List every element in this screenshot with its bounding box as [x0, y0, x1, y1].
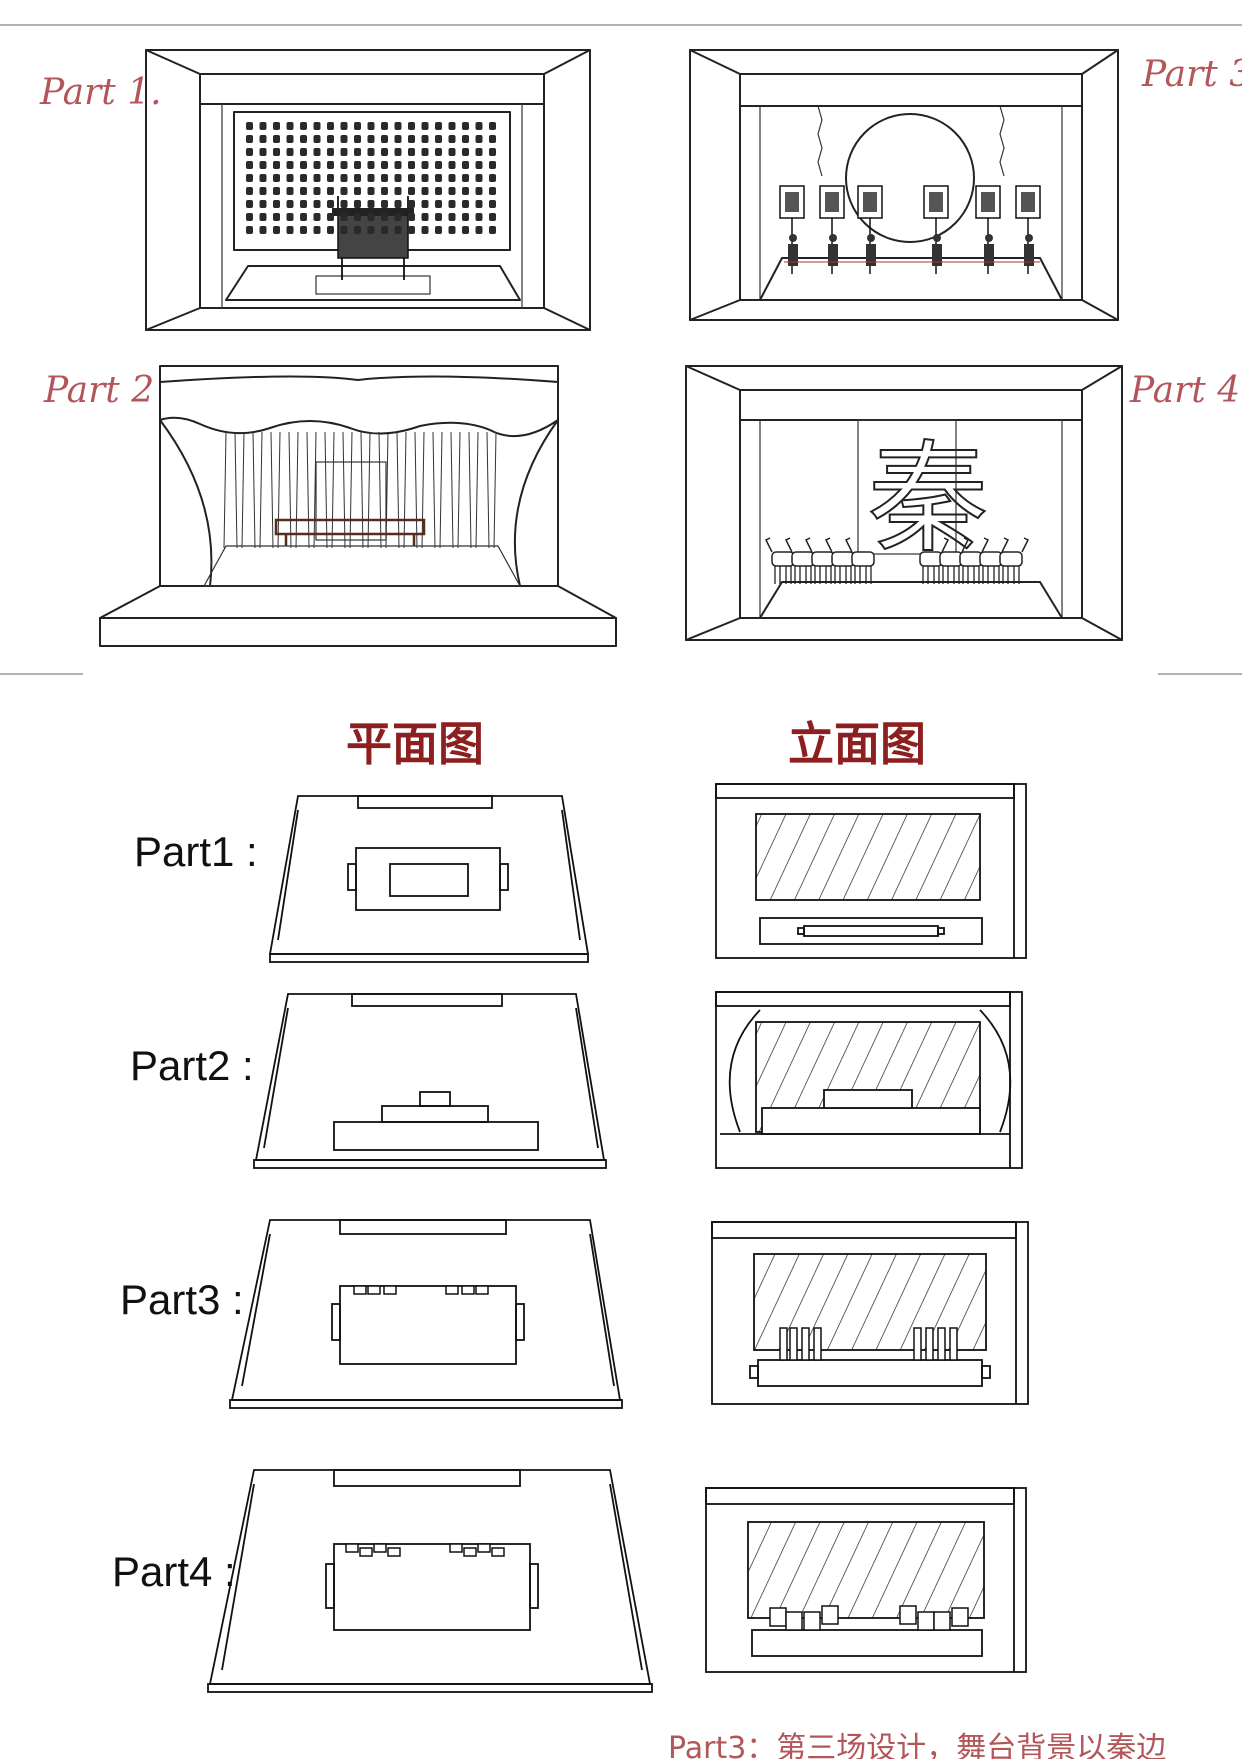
row-label-part-4: Part4 : [112, 1548, 236, 1595]
row-label-part-3: Part3 : [120, 1276, 244, 1323]
plan-part-1 [268, 795, 590, 963]
elevation-part-2 [715, 991, 1023, 1169]
sketch-label-part-1: Part 1. [39, 72, 162, 113]
elevation-part-1 [715, 783, 1027, 959]
plan-part-4 [207, 1469, 653, 1693]
sketch-part-3 [689, 49, 1119, 321]
sketch-label-part-3: Part 3. [1141, 54, 1242, 95]
elevation-part-3 [711, 1221, 1029, 1405]
row-label-part-1: Part1 : [134, 828, 258, 875]
plan-part-3 [229, 1219, 623, 1409]
row-label-part-2: Part2 : [130, 1042, 254, 1089]
sketch-label-part-2: Part 2 [43, 370, 154, 411]
sketch-label-part-4: Part 4. [1129, 370, 1242, 411]
plan-part-2 [253, 993, 607, 1169]
footer-note: Part3：第三场设计，舞台背景以秦边 [668, 1731, 1166, 1759]
plan-title: 平面图 [346, 717, 484, 771]
sketch-part-4 [685, 365, 1123, 641]
elevation-part-4 [705, 1487, 1027, 1673]
sketch-part-1 [145, 49, 591, 331]
sketch-part-2 [99, 365, 617, 647]
elevation-title: 立面图 [788, 717, 926, 771]
banner-glyph: 秦 [868, 430, 988, 569]
